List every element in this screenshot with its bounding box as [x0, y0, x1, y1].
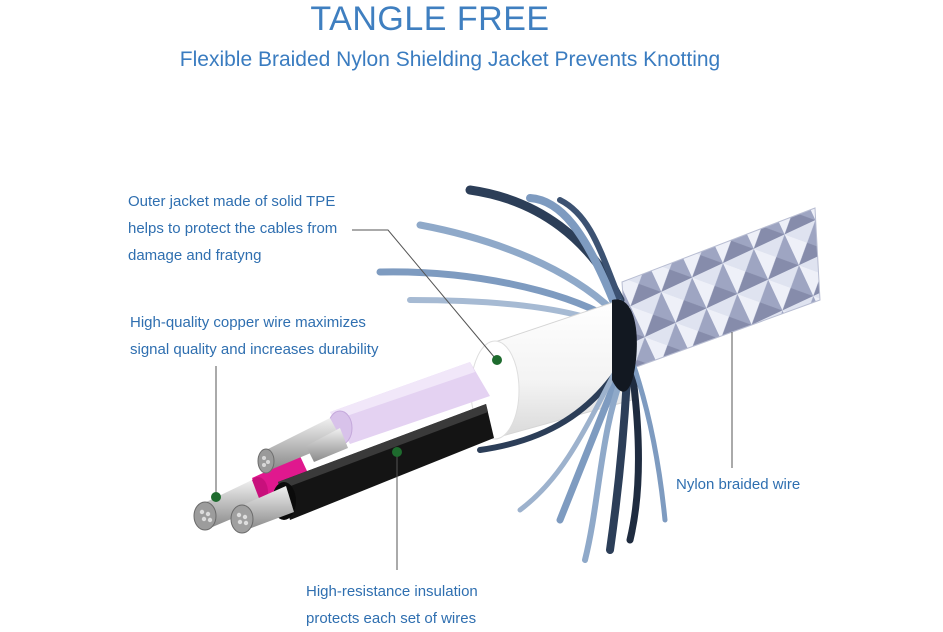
insulation-marker	[392, 447, 402, 457]
bare-wire-bundle-center	[230, 486, 294, 534]
callout-outer-jacket-line-3: damage and fratyng	[128, 247, 262, 264]
callout-outer-jacket: Outer jacket made of solid TPE helps to …	[128, 188, 337, 269]
leader-copper-wire	[211, 366, 221, 502]
callout-insulation-line-1: High-resistance insulation	[306, 583, 478, 600]
callout-insulation-line-2: protects each set of wires	[306, 610, 477, 627]
knot-band	[612, 299, 637, 392]
callout-copper-line-2: signal quality and increases durability	[130, 341, 379, 358]
page-title: TANGLE FREE	[310, 0, 550, 38]
outer-jacket-marker	[492, 355, 502, 365]
frayed-strands-back	[376, 185, 625, 328]
callout-nylon-line-1: Nylon braided wire	[676, 476, 801, 493]
leader-outer-jacket	[352, 229, 502, 365]
callout-insulation: High-resistance insulation protects each…	[306, 578, 478, 632]
callout-copper-line-1: High-quality copper wire maximizes	[130, 314, 366, 331]
leader-insulation	[392, 447, 402, 570]
bare-wire-bundle-lilac	[306, 428, 348, 462]
braided-sleeve	[621, 207, 821, 371]
callout-outer-jacket-line-2: helps to protect the cables from	[128, 220, 338, 237]
page-subtitle: Flexible Braided Nylon Shielding Jacket …	[179, 48, 721, 71]
callout-copper-wire: High-quality copper wire maximizes signa…	[130, 309, 378, 363]
bare-wire-bundle-top	[257, 418, 342, 474]
frayed-strands-front	[477, 352, 668, 563]
copper-wire-marker	[211, 492, 221, 502]
callout-nylon-braided: Nylon braided wire	[676, 471, 800, 498]
bare-wire-bundle-left	[193, 480, 262, 531]
callout-outer-jacket-line-1: Outer jacket made of solid TPE	[128, 193, 336, 210]
